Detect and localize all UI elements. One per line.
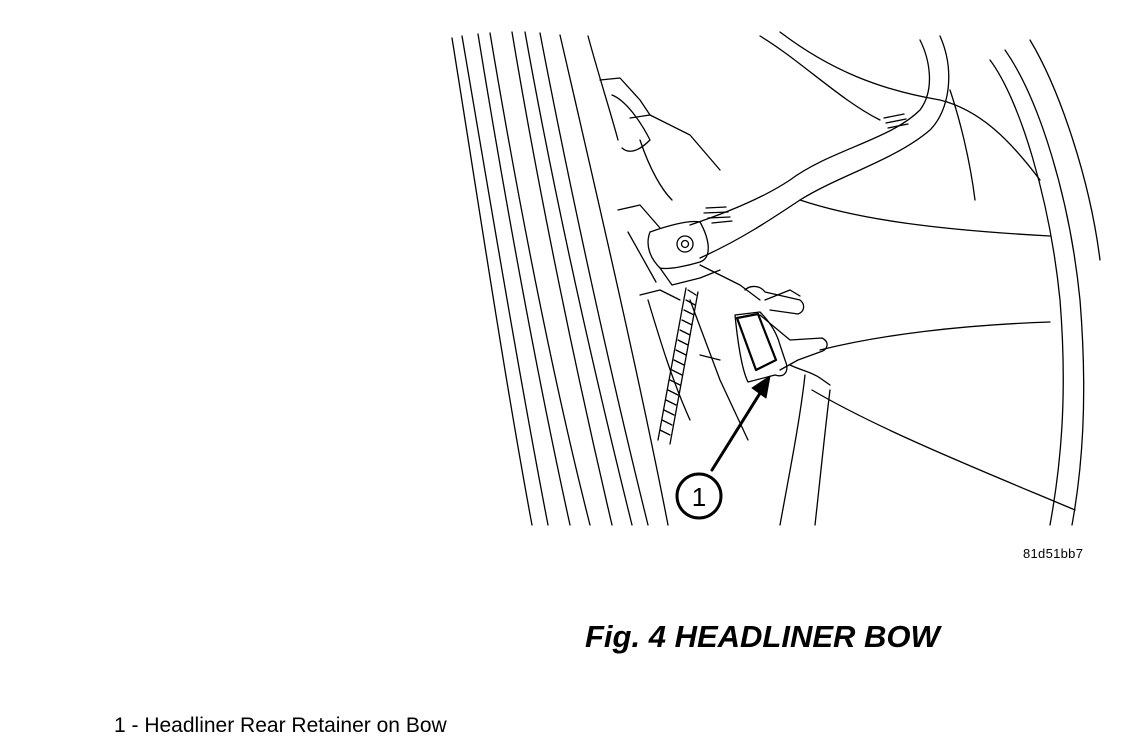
callout-1: 1 [675, 472, 723, 520]
spring [657, 287, 699, 445]
pillar-trim-lines [451, 31, 669, 526]
callout-1-number: 1 [692, 482, 706, 512]
legend-item: 1 - Headliner Rear Retainer on Bow [114, 714, 447, 737]
inner-channel [587, 35, 749, 441]
headliner-bow-illustration: 1 [440, 28, 1120, 533]
callout-arrow [710, 375, 771, 472]
rear-retainer-clip [734, 285, 831, 386]
figure-title: Fig. 4 HEADLINER BOW [585, 619, 940, 654]
legend: 1 - Headliner Rear Retainer on Bow [114, 714, 447, 738]
headliner-bow [647, 35, 950, 301]
headliner-panel [759, 31, 1101, 526]
image-id: 81d51bb7 [1023, 546, 1084, 561]
